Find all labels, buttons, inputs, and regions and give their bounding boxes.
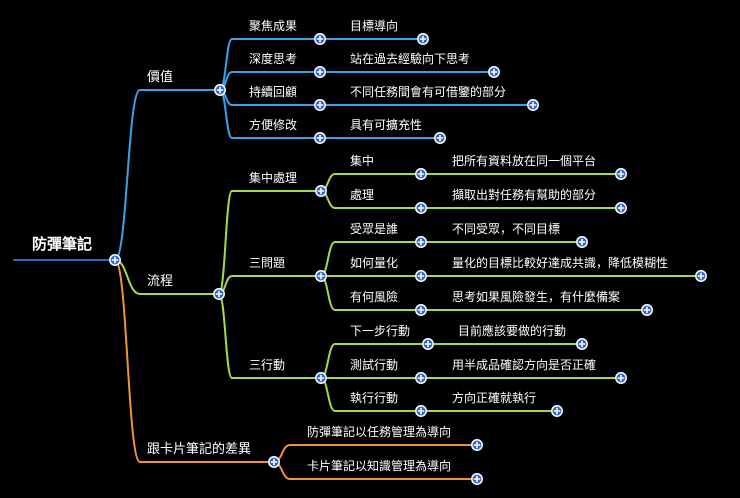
detail-label[interactable]: 用半成品確認方向是否正確: [452, 357, 596, 372]
expand-toggle-icon[interactable]: [615, 202, 627, 214]
expand-toggle-icon[interactable]: [551, 405, 563, 417]
branch-label[interactable]: 跟卡片筆記的差異: [147, 441, 251, 457]
detail-label[interactable]: 站在過去經驗向下思考: [350, 51, 470, 66]
expand-toggle-icon[interactable]: [471, 439, 483, 451]
detail-label[interactable]: 目前應該要做的行動: [458, 323, 566, 338]
expand-toggle-icon[interactable]: [415, 168, 427, 180]
expand-toggle-icon[interactable]: [422, 338, 434, 350]
expand-toggle-icon[interactable]: [527, 99, 539, 111]
expand-toggle-icon[interactable]: [471, 473, 483, 485]
expand-toggle-icon[interactable]: [415, 202, 427, 214]
topic-label[interactable]: 持續回顧: [249, 84, 297, 99]
subtopic-label[interactable]: 處理: [350, 188, 374, 202]
expand-toggle-icon[interactable]: [315, 270, 327, 282]
topic-label[interactable]: 三行動: [249, 358, 285, 372]
subtopic-label[interactable]: 受眾是誰: [350, 221, 398, 236]
subtopic-label[interactable]: 執行行動: [350, 391, 398, 405]
detail-label[interactable]: 方向正確就執行: [452, 390, 536, 405]
expand-toggle-icon[interactable]: [415, 304, 427, 316]
root-node-label[interactable]: 防彈筆記: [32, 235, 92, 253]
detail-label[interactable]: 不同受眾，不同目標: [452, 222, 560, 236]
subtopic-label[interactable]: 有何風險: [350, 289, 398, 304]
expand-toggle-icon[interactable]: [417, 33, 429, 45]
expand-toggle-icon[interactable]: [315, 185, 327, 197]
expand-toggle-icon[interactable]: [576, 236, 588, 248]
branch-label[interactable]: 流程: [147, 274, 173, 289]
connector-lines: [13, 38, 702, 480]
topic-label[interactable]: 集中處理: [249, 170, 297, 185]
expand-toggle-icon[interactable]: [695, 270, 707, 282]
expand-toggle-icon[interactable]: [315, 372, 327, 384]
expand-toggle-icon[interactable]: [314, 99, 326, 111]
expand-toggle-icon[interactable]: [615, 372, 627, 384]
expand-toggle-icon[interactable]: [314, 66, 326, 78]
expand-toggle-icon[interactable]: [434, 132, 446, 144]
connector-line: [114, 89, 141, 261]
topic-label[interactable]: 聚焦成果: [249, 19, 297, 33]
expand-toggle-icon[interactable]: [415, 372, 427, 384]
topic-label[interactable]: 三問題: [249, 256, 285, 270]
detail-label[interactable]: 具有可擴充性: [350, 117, 422, 132]
detail-label[interactable]: 把所有資料放在同一個平台: [452, 153, 596, 168]
topic-label[interactable]: 深度思考: [249, 51, 297, 66]
detail-label[interactable]: 目標導向: [350, 18, 398, 33]
topic-label[interactable]: 卡片筆記以知識管理為導向: [307, 458, 451, 473]
expand-toggle-icon[interactable]: [415, 270, 427, 282]
detail-label[interactable]: 擷取出對任務有幫助的部分: [452, 187, 596, 202]
expand-toggle-icon[interactable]: [415, 236, 427, 248]
expand-toggle-icon[interactable]: [214, 84, 226, 96]
expand-toggle-icon[interactable]: [213, 288, 225, 300]
detail-label[interactable]: 量化的目標比較好達成共識，降低模糊性: [452, 255, 668, 270]
detail-label[interactable]: 思考如果風險發生，有什麼備案: [452, 289, 620, 304]
expand-toggle-icon[interactable]: [109, 254, 121, 266]
detail-label[interactable]: 不同任務間會有可借鑒的部分: [350, 84, 506, 99]
expand-toggle-icon[interactable]: [641, 304, 653, 316]
subtopic-label[interactable]: 集中: [350, 153, 374, 168]
topic-label[interactable]: 方便修改: [249, 117, 297, 132]
expand-toggle-icon[interactable]: [415, 405, 427, 417]
expand-toggle-icon[interactable]: [576, 338, 588, 350]
connector-line: [114, 259, 141, 463]
expand-toggle-icon[interactable]: [615, 168, 627, 180]
expand-toggle-icon[interactable]: [314, 33, 326, 45]
expand-toggle-icon[interactable]: [488, 66, 500, 78]
subtopic-label[interactable]: 測試行動: [350, 357, 398, 372]
expand-toggle-icon[interactable]: [314, 132, 326, 144]
subtopic-label[interactable]: 下一步行動: [350, 324, 410, 338]
expand-toggle-icon[interactable]: [268, 456, 280, 468]
subtopic-label[interactable]: 如何量化: [350, 255, 398, 270]
branch-label[interactable]: 價值: [147, 69, 173, 85]
topic-label[interactable]: 防彈筆記以任務管理為導向: [307, 424, 451, 439]
